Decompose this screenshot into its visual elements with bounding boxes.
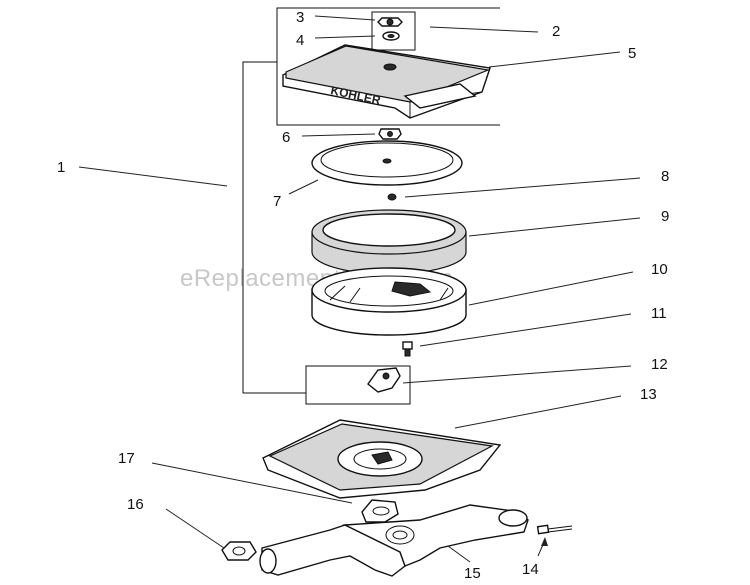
small-gasket (221, 541, 257, 561)
arrow-14 (537, 537, 548, 557)
callout-5: 5 (628, 45, 636, 62)
callout-7: 7 (273, 193, 281, 210)
callout-3: 3 (296, 9, 304, 26)
screw (536, 524, 573, 535)
cover-frame (276, 7, 500, 126)
callout-17: 17 (118, 450, 135, 467)
base-plate (262, 419, 502, 499)
callout-12: 12 (651, 356, 668, 373)
callout-14: 14 (522, 561, 539, 578)
wing-nut (377, 17, 403, 27)
paper-element (311, 267, 467, 336)
pre-cleaner (311, 209, 467, 275)
callout-15: 15 (464, 565, 481, 582)
callout-16: 16 (127, 496, 144, 513)
seal (387, 193, 397, 201)
elbow-tube (259, 504, 529, 577)
nut (378, 128, 402, 140)
callout-6: 6 (282, 129, 290, 146)
callout-numbers: 1 2 3 4 5 6 7 8 9 10 11 12 13 14 15 16 1… (57, 9, 669, 582)
callout-10: 10 (651, 261, 668, 278)
air-cleaner-cover: KOHLER (282, 44, 491, 119)
callout-2: 2 (552, 23, 560, 40)
washer (382, 31, 400, 41)
callout-4: 4 (296, 32, 304, 49)
callout-9: 9 (661, 208, 669, 225)
callout-1: 1 (57, 159, 65, 176)
bracket-clip (367, 367, 401, 393)
gasket (361, 499, 399, 523)
leader-lines (78, 15, 641, 563)
assembly-bracket (242, 61, 411, 405)
element-cover (311, 140, 463, 186)
bolt (402, 341, 413, 357)
callout-13: 13 (640, 386, 657, 403)
callout-11: 11 (651, 305, 667, 322)
callout-8: 8 (661, 168, 669, 185)
